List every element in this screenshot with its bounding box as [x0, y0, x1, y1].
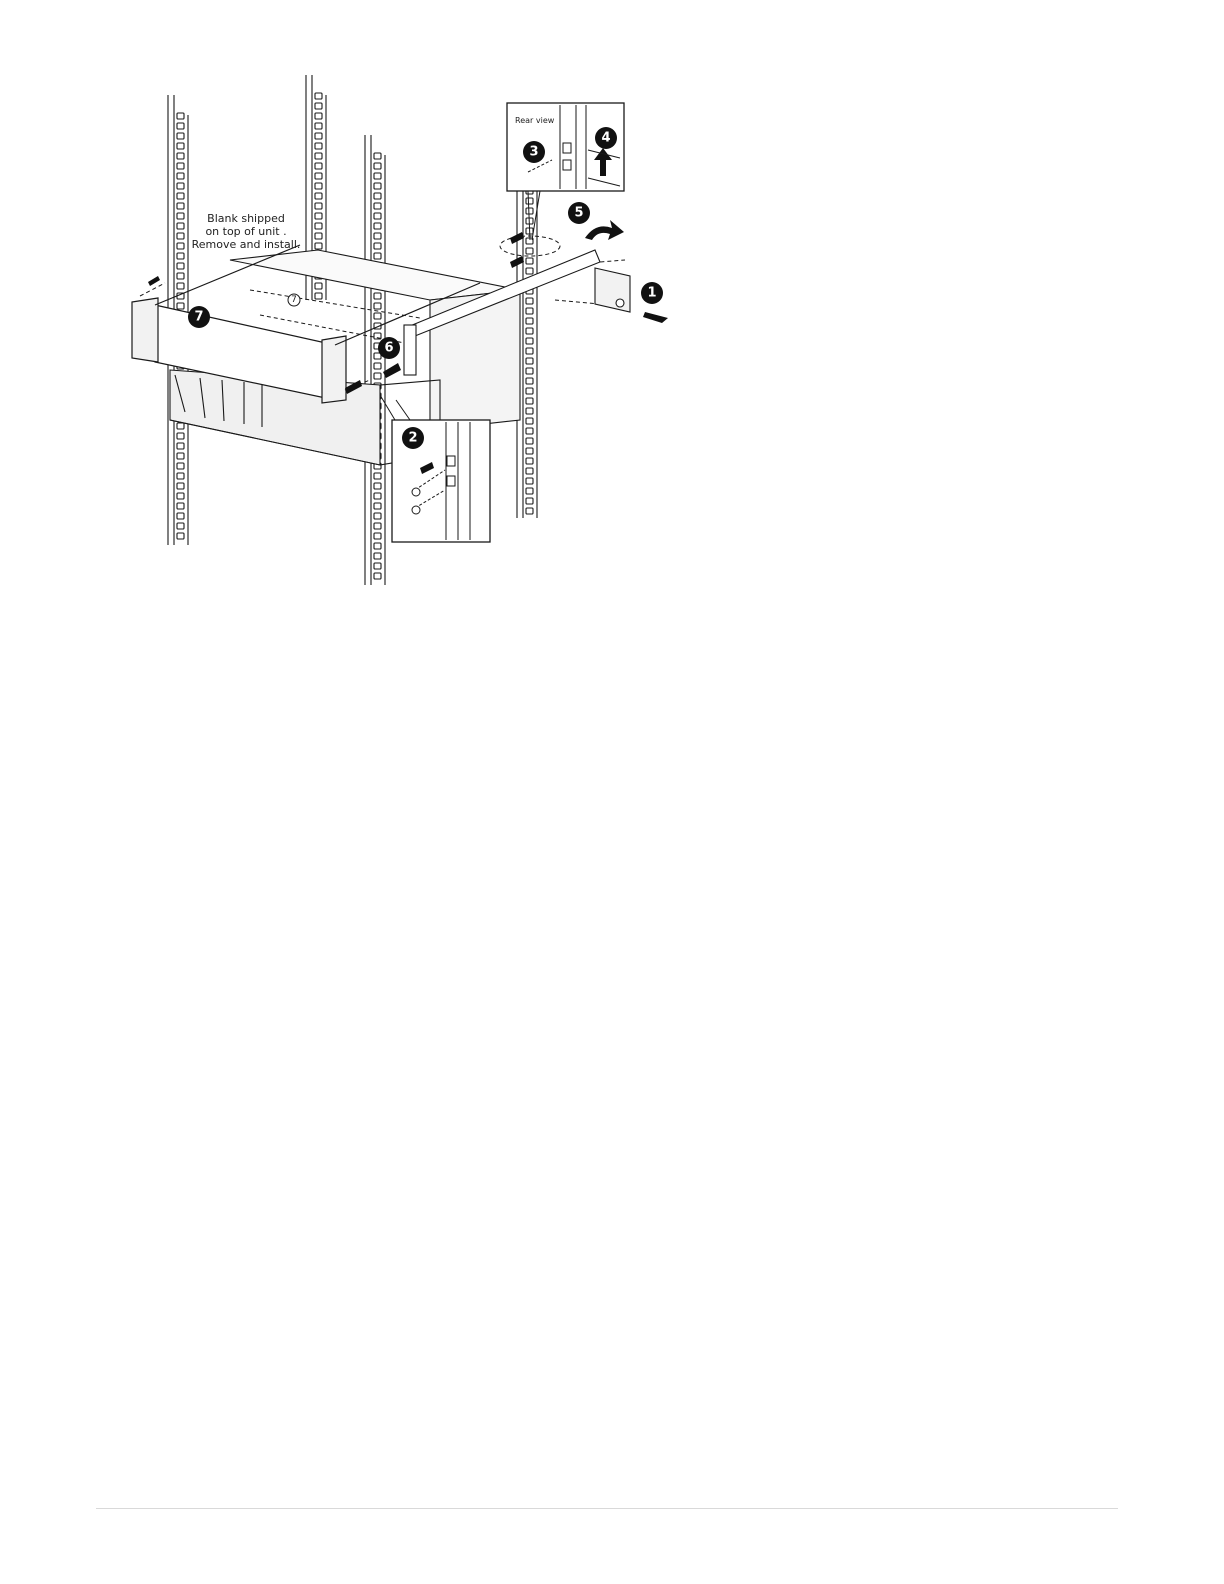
step-6-number: 6	[384, 341, 393, 356]
step-badge-1: 1	[641, 282, 663, 304]
rear-view-label: Rear view	[515, 116, 555, 125]
step-2-number: 2	[408, 431, 417, 446]
footer-rule	[96, 1508, 1118, 1509]
note-line-1: Blank shipped	[207, 212, 285, 225]
step-4-number: 4	[601, 131, 610, 146]
rack-installation-diagram: Rear view Blank shipped on top of unit .…	[0, 0, 1224, 620]
step-badge-2: 2	[402, 427, 424, 449]
step-badge-3: 3	[523, 141, 545, 163]
rack-rail	[365, 135, 385, 585]
step-5-number: 5	[574, 206, 583, 221]
blank-shipped-note: Blank shipped on top of unit . Remove an…	[192, 212, 301, 251]
note-line-3: Remove and install.	[192, 238, 301, 251]
step-1-number: 1	[647, 286, 656, 301]
step-badge-5: 5	[568, 202, 590, 224]
callout-ref-number: 7	[291, 295, 297, 305]
step-3-number: 3	[529, 145, 538, 160]
step-badge-6: 6	[378, 337, 400, 359]
rear-view-callout: Rear view	[507, 103, 624, 240]
note-line-2: on top of unit .	[205, 225, 286, 238]
callout-ref-7: 7	[288, 294, 300, 306]
step-badge-7: 7	[188, 306, 210, 328]
step-7-number: 7	[194, 310, 203, 325]
step-badge-4: 4	[595, 127, 617, 149]
